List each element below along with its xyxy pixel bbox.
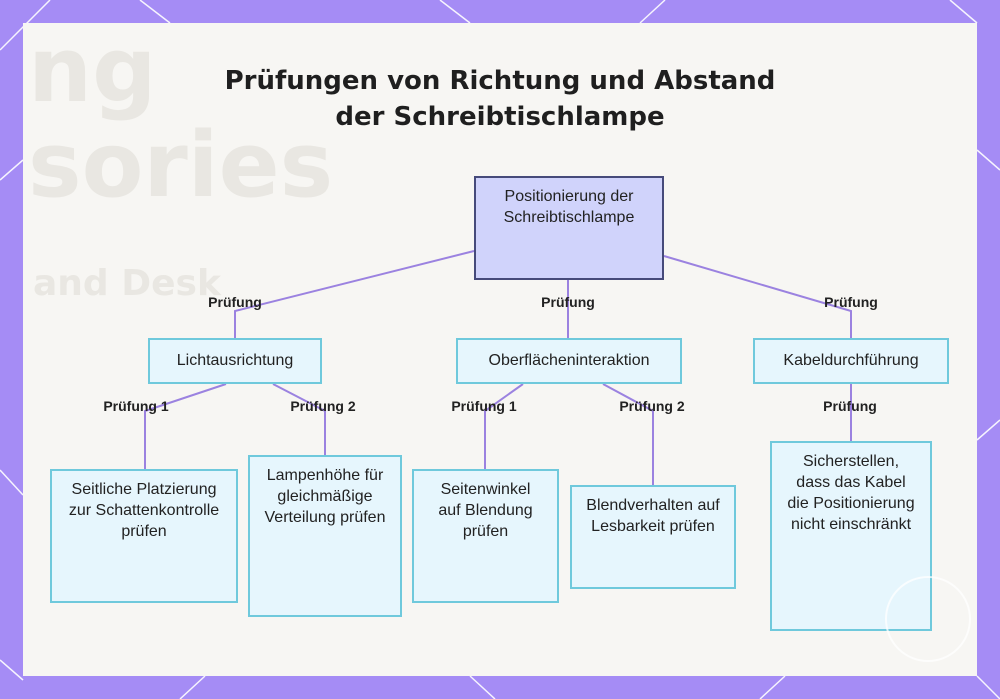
edge-label-oberflaecheninteraktion: Prüfung [541, 294, 595, 310]
node-oberflaecheninteraktion: Oberflächeninteraktion [456, 338, 682, 384]
node-lichtausrichtung-label: Lichtausrichtung [176, 352, 294, 369]
root-node-label: Positionierung der Schreibtischlampe [503, 188, 635, 226]
leaf-lampenhoehe-label: Lampenhöhe für gleichmäßige Verteilung p… [264, 467, 386, 526]
leaf-blendverhalten: Blendverhalten auf Lesbarkeit prüfen [570, 485, 736, 589]
edge-label-licht-pruefung2: Prüfung 2 [290, 398, 356, 414]
title-line-2: der Schreibtischlampe [335, 102, 665, 132]
edge-label-ober-pruefung2: Prüfung 2 [619, 398, 685, 414]
leaf-seitliche-platzierung-label: Seitliche Platzierung zur Schattenkontro… [68, 481, 220, 540]
leaf-seitenwinkel: Seitenwinkel auf Blendung prüfen [412, 469, 559, 603]
edge-licht-pruefung1 [144, 383, 227, 469]
edge-root-kabeldurchfuehrung [663, 255, 852, 338]
edge-label-lichtausrichtung: Prüfung [208, 294, 262, 310]
edge-ober-pruefung2 [602, 383, 654, 485]
diagram-title: Prüfungen von Richtung und Abstand der S… [23, 63, 977, 135]
node-kabeldurchfuehrung: Kabeldurchführung [753, 338, 949, 384]
root-node: Positionierung der Schreibtischlampe [474, 176, 664, 280]
leaf-blendverhalten-label: Blendverhalten auf Lesbarkeit prüfen [586, 497, 720, 535]
node-lichtausrichtung: Lichtausrichtung [148, 338, 322, 384]
background-text-3: and Desk [33, 263, 221, 304]
leaf-lampenhoehe: Lampenhöhe für gleichmäßige Verteilung p… [248, 455, 402, 617]
edge-root-lichtausrichtung [234, 250, 475, 338]
leaf-kabel-sicherstellen: Sicherstellen, dass das Kabel die Positi… [770, 441, 932, 631]
node-kabeldurchfuehrung-label: Kabeldurchführung [783, 352, 919, 369]
edge-ober-pruefung1 [484, 383, 524, 469]
background-text-1: ng [28, 23, 157, 123]
edge-licht-pruefung2 [272, 383, 326, 455]
background-text-2: sories [28, 113, 334, 218]
leaf-seitenwinkel-label: Seitenwinkel auf Blendung prüfen [438, 481, 533, 540]
edge-label-kabel-pruefung: Prüfung [823, 398, 877, 414]
edge-label-licht-pruefung1: Prüfung 1 [103, 398, 169, 414]
edge-label-ober-pruefung1: Prüfung 1 [451, 398, 517, 414]
diagram-canvas: ng sories and Desk Prüfungen von Richtun… [23, 23, 977, 676]
node-oberflaecheninteraktion-label: Oberflächeninteraktion [488, 352, 650, 369]
edge-label-kabeldurchfuehrung: Prüfung [824, 294, 878, 310]
title-line-1: Prüfungen von Richtung und Abstand [224, 66, 776, 96]
leaf-seitliche-platzierung: Seitliche Platzierung zur Schattenkontro… [50, 469, 238, 603]
connector-lines [144, 250, 852, 485]
leaf-kabel-sicherstellen-label: Sicherstellen, dass das Kabel die Positi… [787, 453, 915, 533]
watermark-logo [885, 576, 971, 662]
